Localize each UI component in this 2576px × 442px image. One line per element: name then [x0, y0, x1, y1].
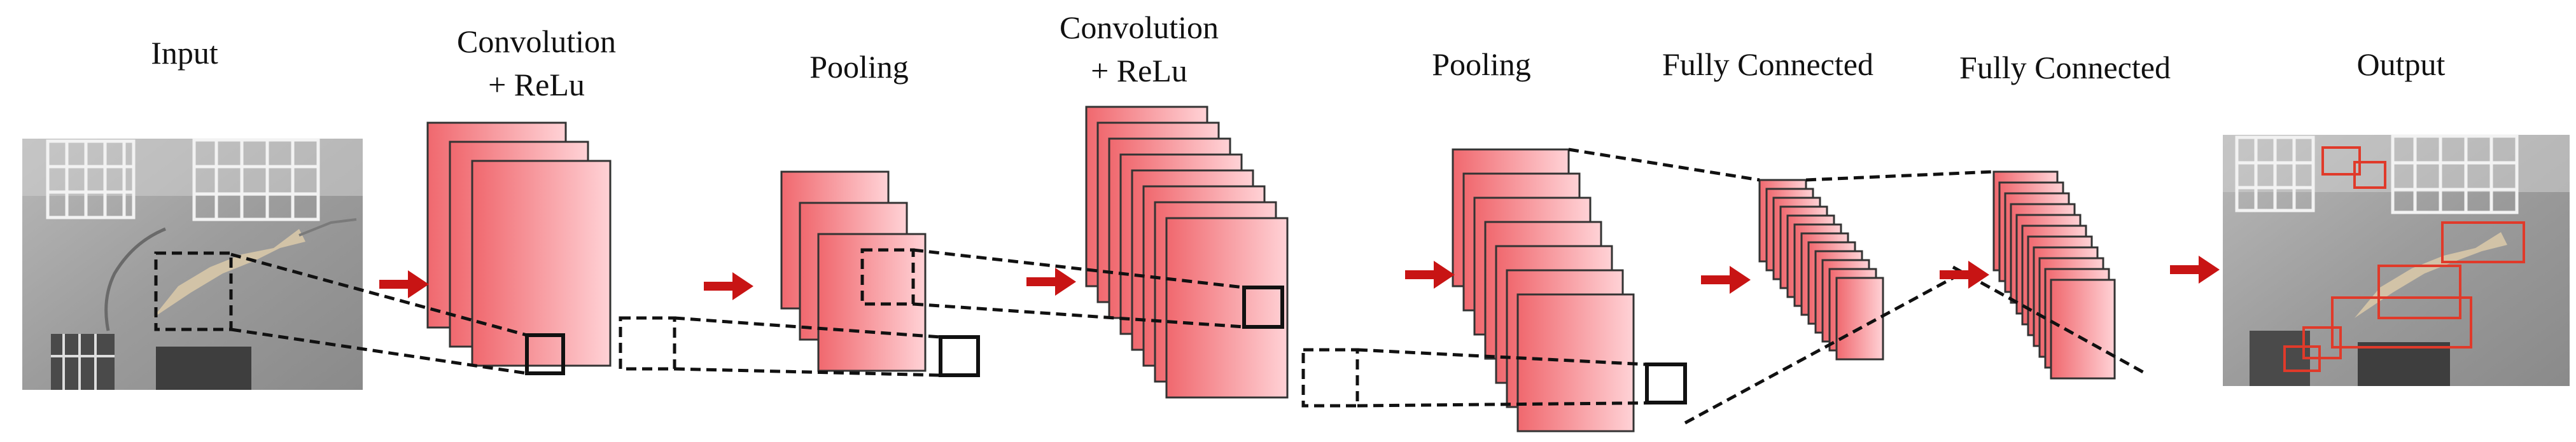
conv1-map [471, 160, 612, 367]
dashed-connector [230, 252, 528, 337]
dashed-connector [1568, 148, 1760, 182]
dashed-connector [1357, 348, 1648, 366]
label-pool1: Pooling [809, 49, 909, 85]
dashed-connector [674, 367, 941, 377]
label-input: Input [151, 35, 218, 71]
dashed-connector [1952, 265, 2148, 376]
dashed-connector [674, 316, 941, 339]
fc2-map [2050, 279, 2116, 380]
label-fc2: Fully Connected [1959, 50, 2171, 85]
dashed-connector [1684, 276, 1954, 425]
label-conv2-line1: Convolution [1060, 10, 1219, 45]
label-conv2-line2: + ReLu [1091, 53, 1187, 88]
flow-arrow [2170, 256, 2220, 284]
flow-arrow [379, 270, 429, 298]
feature-maps [426, 106, 2116, 432]
label-output: Output [2357, 46, 2446, 82]
input-image [22, 138, 363, 390]
dashed-connector [1357, 401, 1686, 408]
flow-arrow [704, 272, 753, 300]
conv2-map [1165, 217, 1289, 399]
pool1-dashed-box [860, 248, 915, 306]
flow-arrows [379, 256, 2220, 300]
dashed-connector [913, 302, 1245, 329]
conv1-solid-box [525, 333, 565, 375]
label-conv1-line2: + ReLu [488, 67, 585, 102]
flow-arrow [1405, 261, 1455, 289]
pool1-solid-box [939, 335, 980, 377]
dashed-connector [1805, 170, 1994, 182]
fc1-map [1835, 277, 1884, 361]
flow-arrow [1940, 261, 1989, 289]
conv2-stack [1085, 106, 1289, 399]
conv1-stack [426, 121, 612, 367]
fc1-stack [1758, 179, 1884, 361]
conv1-dashed-box [619, 316, 676, 371]
connector-lines [230, 148, 2148, 425]
label-fc1: Fully Connected [1662, 46, 1873, 82]
label-pool2: Pooling [1432, 46, 1531, 82]
dashed-connector [230, 328, 528, 375]
dashed-connector [913, 248, 1245, 289]
fc2-stack [1992, 170, 2116, 380]
pool2-stack [1452, 148, 1635, 432]
conv2-solid-box [1242, 286, 1284, 329]
pool1-stack [780, 170, 927, 372]
output-image [2223, 134, 2570, 386]
pool2-solid-box [1645, 363, 1687, 404]
label-conv1-line1: Convolution [457, 24, 616, 59]
flow-arrow [1701, 266, 1751, 294]
flow-arrow [1026, 268, 1076, 296]
conv2-dashed-box [1301, 348, 1359, 408]
